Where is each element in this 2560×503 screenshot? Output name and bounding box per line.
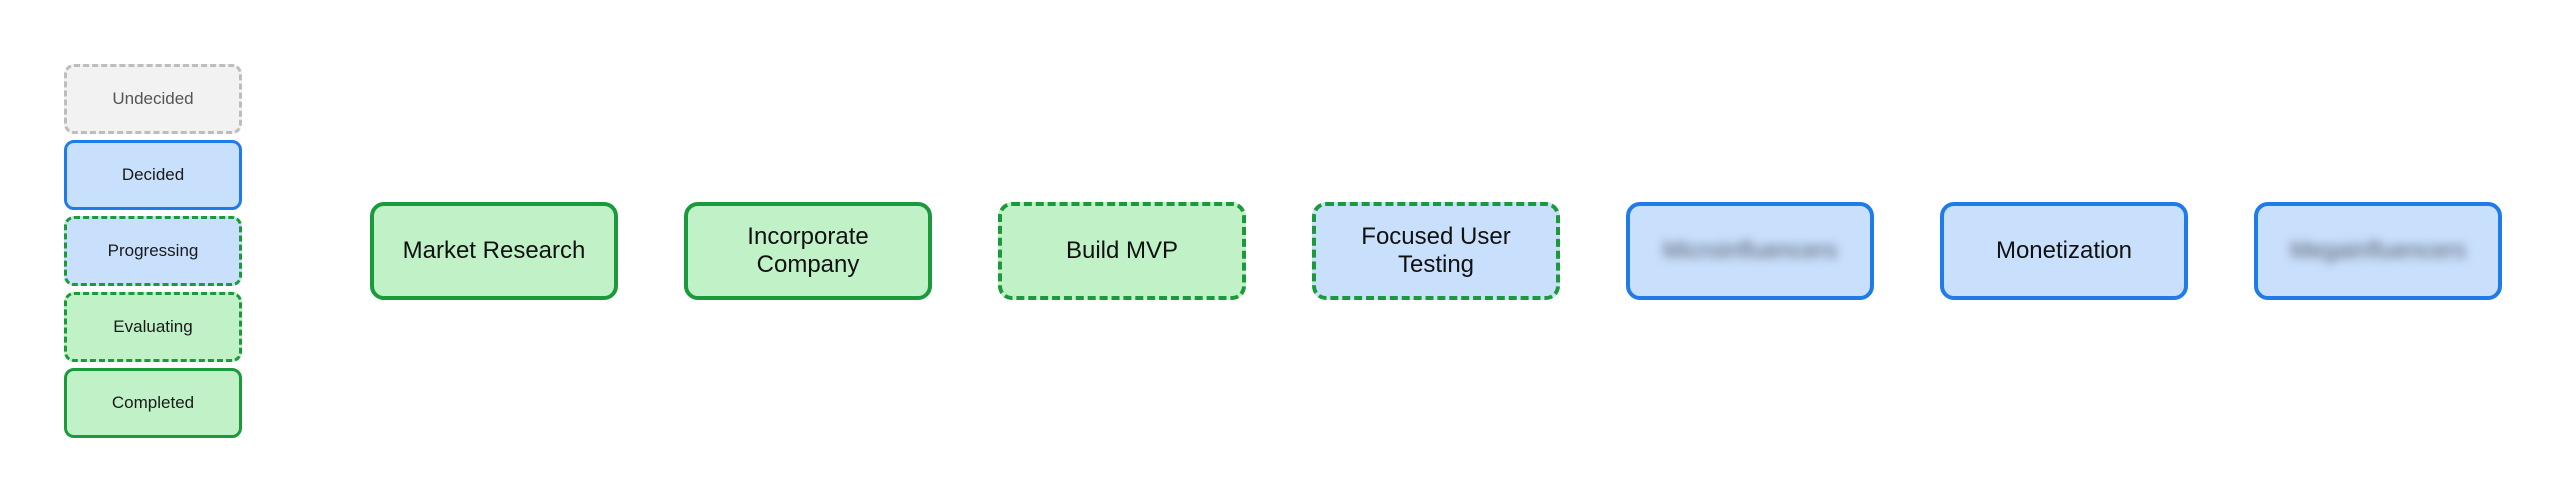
node-market-research[interactable]: Market Research xyxy=(370,202,618,300)
legend-label: Undecided xyxy=(112,89,194,108)
node-label-obscured: Microinfluencers xyxy=(1662,237,1838,264)
legend-item-evaluating: Evaluating xyxy=(64,292,242,362)
node-label: Build MVP xyxy=(1065,237,1179,264)
status-legend: Undecided Decided Progressing Evaluating… xyxy=(64,64,242,438)
node-label: Incorporate Company xyxy=(747,223,869,278)
node-label: Market Research xyxy=(402,237,586,264)
node-build-mvp[interactable]: Build MVP xyxy=(998,202,1246,300)
legend-label: Evaluating xyxy=(113,317,193,336)
legend-label: Decided xyxy=(121,165,185,184)
roadmap-flow: Market Research Incorporate Company Buil… xyxy=(370,202,2502,300)
node-microinfluencers[interactable]: Microinfluencers xyxy=(1626,202,1874,300)
node-megainfluencers[interactable]: Megainfluencers xyxy=(2254,202,2502,300)
legend-item-undecided: Undecided xyxy=(64,64,242,134)
node-label-obscured: Megainfluencers xyxy=(2289,237,2467,264)
legend-item-decided: Decided xyxy=(64,140,242,210)
node-label: Monetization xyxy=(1995,237,2133,264)
legend-label: Progressing xyxy=(107,241,199,260)
legend-label: Completed xyxy=(111,393,195,412)
node-focused-user-testing[interactable]: Focused User Testing xyxy=(1312,202,1560,300)
node-label: Focused User Testing xyxy=(1361,223,1511,278)
node-monetization[interactable]: Monetization xyxy=(1940,202,2188,300)
legend-item-progressing: Progressing xyxy=(64,216,242,286)
legend-item-completed: Completed xyxy=(64,368,242,438)
node-incorporate-company[interactable]: Incorporate Company xyxy=(684,202,932,300)
